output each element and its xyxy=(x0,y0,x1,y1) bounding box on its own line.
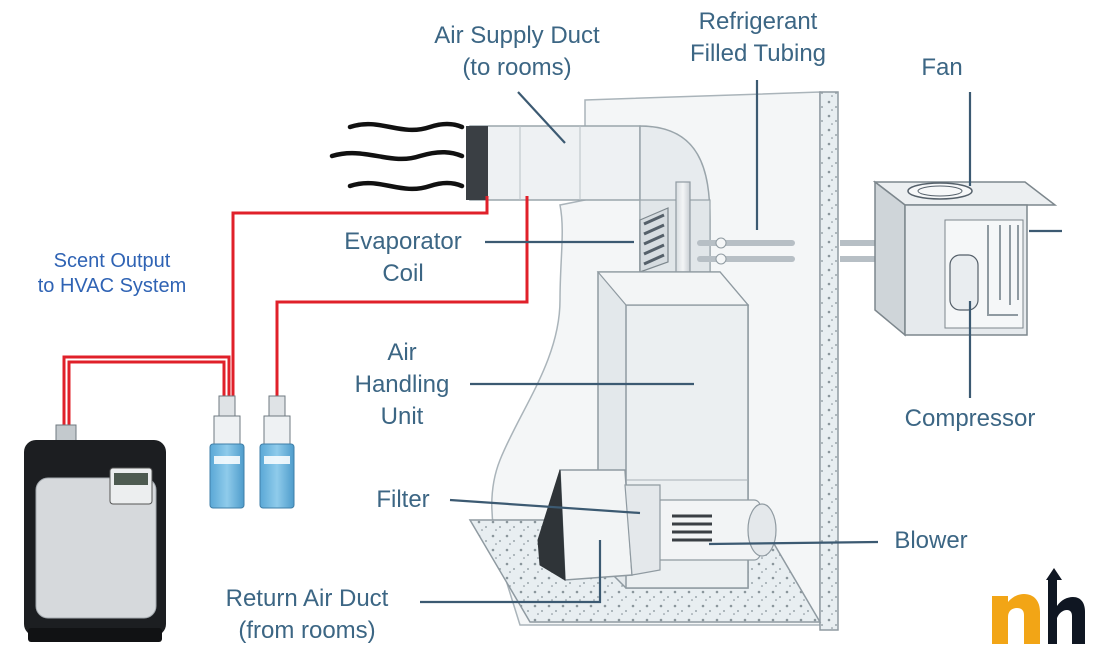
nh-logo xyxy=(986,562,1086,646)
label-refrigerant-line1: Refrigerant xyxy=(698,8,818,35)
label-air-handling-unit: Air Handling Unit xyxy=(336,337,468,433)
label-air-handling-line2: Handling xyxy=(354,371,450,398)
condenser-unit xyxy=(872,180,1058,337)
label-refrigerant-line2: Filled Tubing xyxy=(689,40,827,67)
label-evaporator-line1: Evaporator xyxy=(344,228,462,255)
compressor-icon xyxy=(949,254,979,311)
label-compressor: Compressor xyxy=(904,405,1036,432)
label-scent-line1: Scent Output xyxy=(53,250,171,272)
logo-icon xyxy=(992,568,1085,644)
label-return-air-duct: Return Air Duct (from rooms) xyxy=(202,583,412,647)
leader-lines xyxy=(420,80,1062,604)
scent-cartridge-1 xyxy=(209,395,245,509)
label-blower: Blower xyxy=(894,527,968,554)
label-evaporator-line2: Coil xyxy=(382,260,424,287)
return-air-duct xyxy=(537,469,661,581)
label-fan: Fan xyxy=(921,54,963,81)
label-return-air-line2: (from rooms) xyxy=(238,617,376,644)
label-filter: Filter xyxy=(376,486,430,513)
evaporator-coil xyxy=(639,207,669,273)
label-evaporator-coil: Evaporator Coil xyxy=(326,226,480,290)
label-refrigerant-tubing: Refrigerant Filled Tubing xyxy=(672,6,844,70)
airflow-waves-icon xyxy=(329,121,465,192)
label-scent-line2: to HVAC System xyxy=(37,275,187,297)
label-return-air-line1: Return Air Duct xyxy=(225,585,389,612)
scent-tubing xyxy=(62,196,529,433)
scent-cartridge-2 xyxy=(259,395,295,509)
label-air-supply-line1: Air Supply Duct xyxy=(434,22,600,49)
scent-diffuser-machine xyxy=(24,424,166,642)
blower xyxy=(654,499,777,561)
label-air-supply-duct: Air Supply Duct (to rooms) xyxy=(410,20,624,84)
label-scent-output: Scent Output to HVAC System xyxy=(14,249,210,299)
fan-icon xyxy=(907,182,973,200)
label-air-supply-line2: (to rooms) xyxy=(462,54,572,81)
label-air-handling-line3: Unit xyxy=(380,403,424,430)
label-air-handling-line1: Air xyxy=(387,339,417,366)
